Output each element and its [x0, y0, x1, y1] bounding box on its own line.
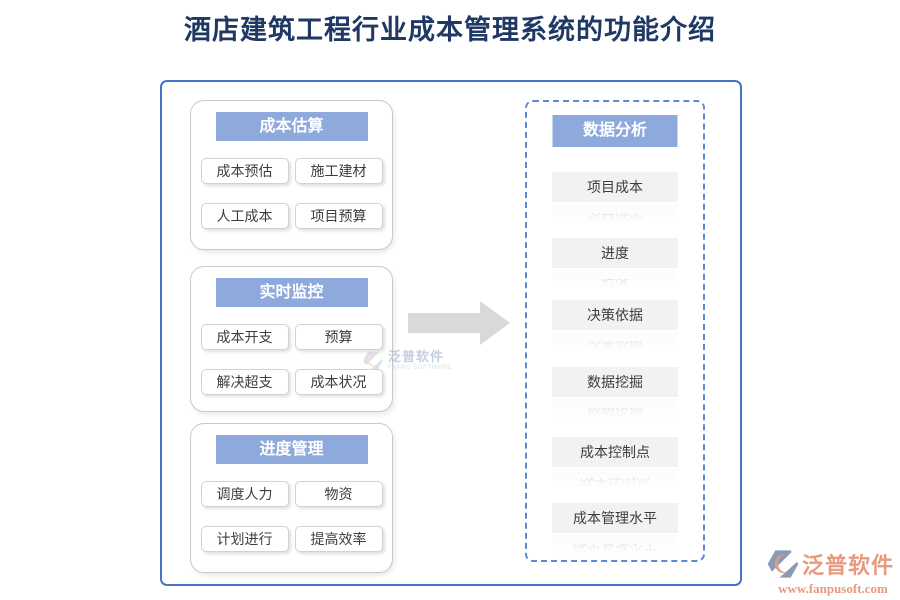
item-box: 项目预算 — [294, 203, 383, 229]
center-watermark: 泛普软件 FANPU SOFTWARE — [362, 349, 452, 372]
brand-name: 泛普软件 — [802, 553, 895, 578]
group-items: 成本开支 预算 解决超支 成本状况 — [191, 324, 392, 395]
panel-item-wrap: 成本控制点 成本控制点 — [552, 437, 678, 499]
item-box: 计划进行 — [200, 526, 289, 552]
group-schedule-management: 进度管理 调度人力 物资 计划进行 提高效率 — [190, 423, 393, 573]
flow-arrow-head-icon — [480, 301, 510, 345]
page-title: 酒店建筑工程行业成本管理系统的功能介绍 — [184, 15, 716, 45]
group-header: 进度管理 — [215, 435, 368, 464]
item-box: 提高效率 — [294, 526, 383, 552]
brand-logo-icon — [767, 550, 799, 578]
watermark-text: 泛普软件 — [388, 349, 445, 364]
panel-item: 项目成本 — [552, 172, 678, 202]
panel-item-wrap: 数据挖掘 数据挖掘 — [552, 367, 678, 429]
panel-item-wrap: 决策依据 决策依据 — [552, 300, 678, 362]
panel-item-reflection: 成本管理水平 — [552, 535, 678, 565]
group-items: 成本预估 施工建材 人工成本 项目预算 — [191, 158, 392, 229]
panel-item-wrap: 进度 进度 — [552, 238, 678, 300]
brand-url: www.fanpusoft.com — [778, 581, 888, 596]
item-box: 物资 — [294, 481, 383, 507]
panel-item-reflection: 进度 — [552, 270, 678, 300]
item-box: 预算 — [294, 324, 383, 350]
panel-item: 进度 — [552, 238, 678, 268]
group-cost-estimation: 成本估算 成本预估 施工建材 人工成本 项目预算 — [190, 100, 393, 250]
data-analysis-panel: 数据分析 项目成本 项目成本 进度 进度 决策依据 决策依据 数据挖掘 数据挖掘… — [525, 100, 705, 565]
panel-item-wrap: 成本管理水平 成本管理水平 — [552, 503, 678, 565]
panel-item-reflection: 决策依据 — [552, 332, 678, 362]
item-box: 成本预估 — [200, 158, 289, 184]
item-box: 成本状况 — [294, 369, 383, 395]
item-box: 施工建材 — [294, 158, 383, 184]
panel-item-reflection: 数据挖掘 — [552, 399, 678, 429]
footer-brand-row: 泛普软件 — [766, 546, 900, 582]
footer-brand: 泛普软件 www.fanpusoft.com — [766, 546, 900, 597]
item-box: 解决超支 — [200, 369, 289, 395]
item-box: 调度人力 — [200, 481, 289, 507]
panel-header: 数据分析 — [552, 115, 678, 147]
watermark-logo-icon — [363, 351, 383, 370]
diagram-container — [160, 80, 742, 586]
group-header: 成本估算 — [215, 112, 368, 141]
item-box: 成本开支 — [200, 324, 289, 350]
group-header: 实时监控 — [215, 278, 368, 307]
watermark-subtext: FANPU SOFTWARE — [388, 365, 452, 371]
panel-item-wrap: 项目成本 项目成本 — [552, 172, 678, 234]
panel-item: 决策依据 — [552, 300, 678, 330]
item-box: 人工成本 — [200, 203, 289, 229]
panel-item-reflection: 成本控制点 — [552, 469, 678, 499]
group-items: 调度人力 物资 计划进行 提高效率 — [191, 481, 392, 552]
panel-item: 成本管理水平 — [552, 503, 678, 533]
flow-arrow-icon — [408, 313, 482, 333]
panel-item: 数据挖掘 — [552, 367, 678, 397]
panel-item-reflection: 项目成本 — [552, 204, 678, 234]
watermark-text-block: 泛普软件 FANPU SOFTWARE — [388, 350, 452, 371]
group-realtime-monitoring: 实时监控 成本开支 预算 解决超支 成本状况 — [190, 266, 393, 412]
panel-item: 成本控制点 — [552, 437, 678, 467]
